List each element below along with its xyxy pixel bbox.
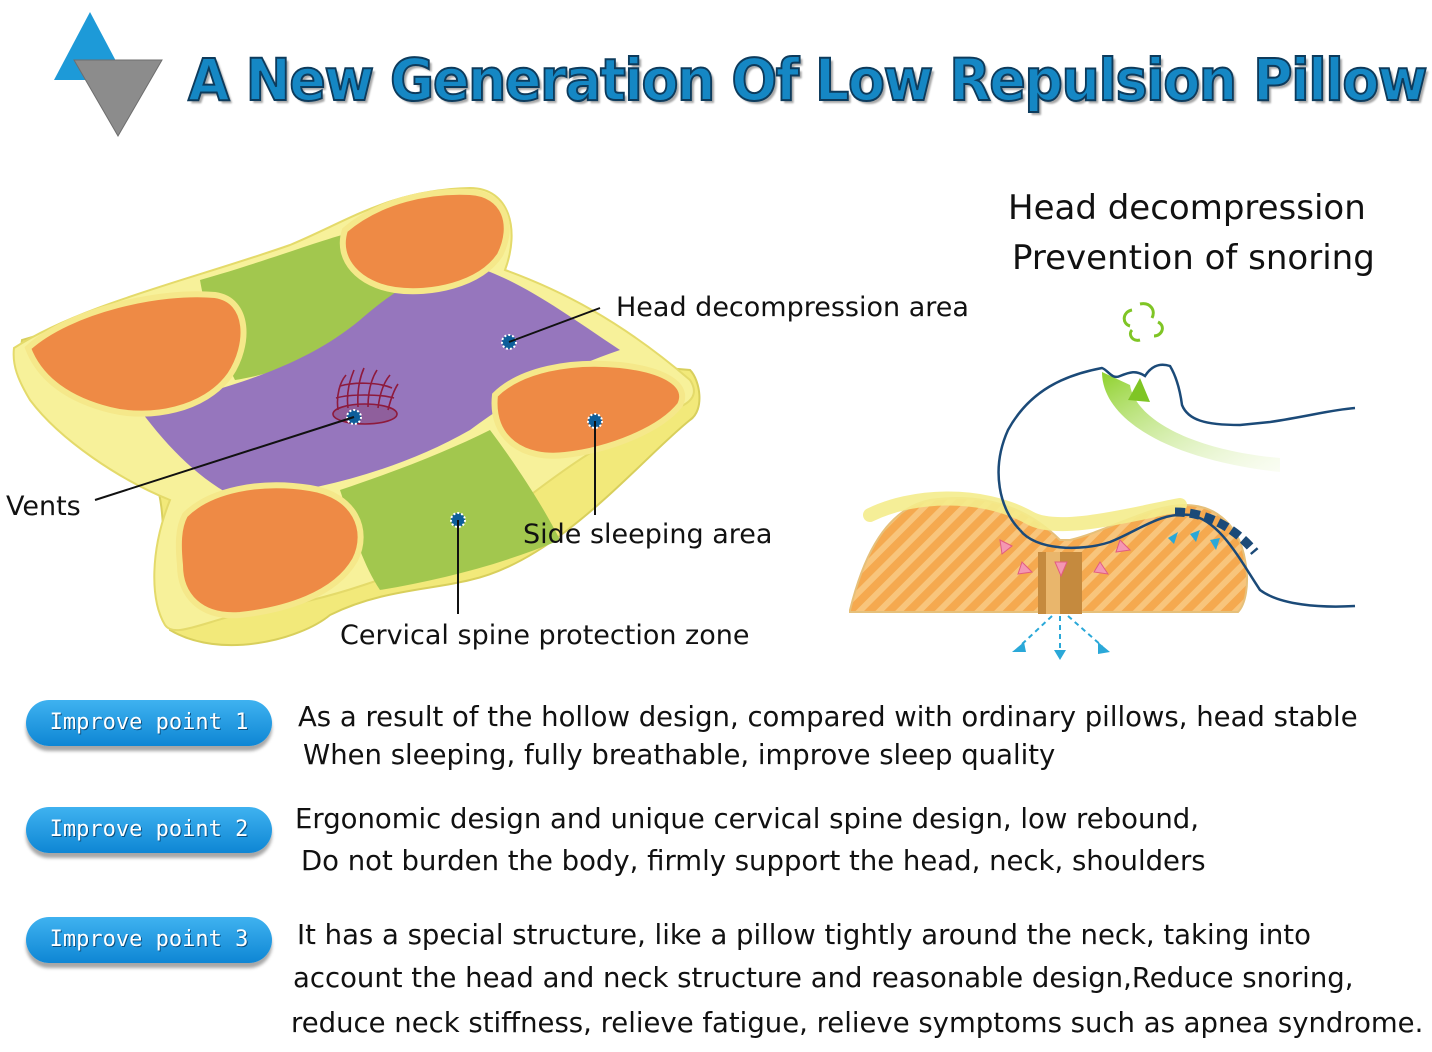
callout-cervical-spine-zone: Cervical spine protection zone: [340, 620, 750, 651]
support-arrows: [1168, 530, 1220, 550]
point-3-text-line-1: It has a special structure, like a pillo…: [297, 919, 1311, 951]
point-1-text-line-2: When sleeping, fully breathable, improve…: [303, 739, 1056, 771]
point-2-text-line-2: Do not burden the body, firmly support t…: [301, 845, 1206, 877]
improve-point-2-badge: Improve point 2: [26, 807, 272, 853]
diagram-title-line2: Prevention of snoring: [1012, 238, 1375, 278]
improve-point-3-badge: Improve point 3: [26, 917, 272, 963]
page-title: A New Generation Of Low Repulsion Pillow: [187, 45, 1428, 115]
sleeping-head-diagram: [849, 302, 1356, 660]
point-3-text-line-2: account the head and neck structure and …: [293, 962, 1354, 994]
callout-vents: Vents: [6, 491, 81, 522]
orange-pad: [491, 360, 685, 459]
orange-pad: [339, 188, 510, 295]
head-outline: [997, 363, 1356, 531]
callout-side-sleeping-area: Side sleeping area: [523, 519, 773, 550]
airflow-arrow: [1102, 372, 1280, 472]
diagram-title-line1: Head decompression: [1008, 188, 1366, 228]
improve-point-1-badge: Improve point 1: [26, 700, 272, 746]
point-3-text-line-3: reduce neck stiffness, relieve fatigue, …: [291, 1007, 1424, 1039]
snore-cloud-icon: [1122, 302, 1164, 342]
point-1-text-line-1: As a result of the hollow design, compar…: [298, 701, 1358, 733]
orange-pad: [175, 482, 364, 619]
point-2-text-line-1: Ergonomic design and unique cervical spi…: [295, 803, 1200, 835]
head-decompression-zone: [140, 265, 620, 500]
callout-head-decompression-area: Head decompression area: [616, 292, 969, 323]
pressure-arrows: [999, 539, 1132, 578]
orange-pad: [24, 291, 247, 417]
vent-airflow-arrows: [1019, 615, 1103, 652]
triangle-logo-icon: [54, 12, 163, 137]
pillow-illustration: [12, 186, 701, 647]
vent-mesh-icon: [332, 367, 399, 425]
